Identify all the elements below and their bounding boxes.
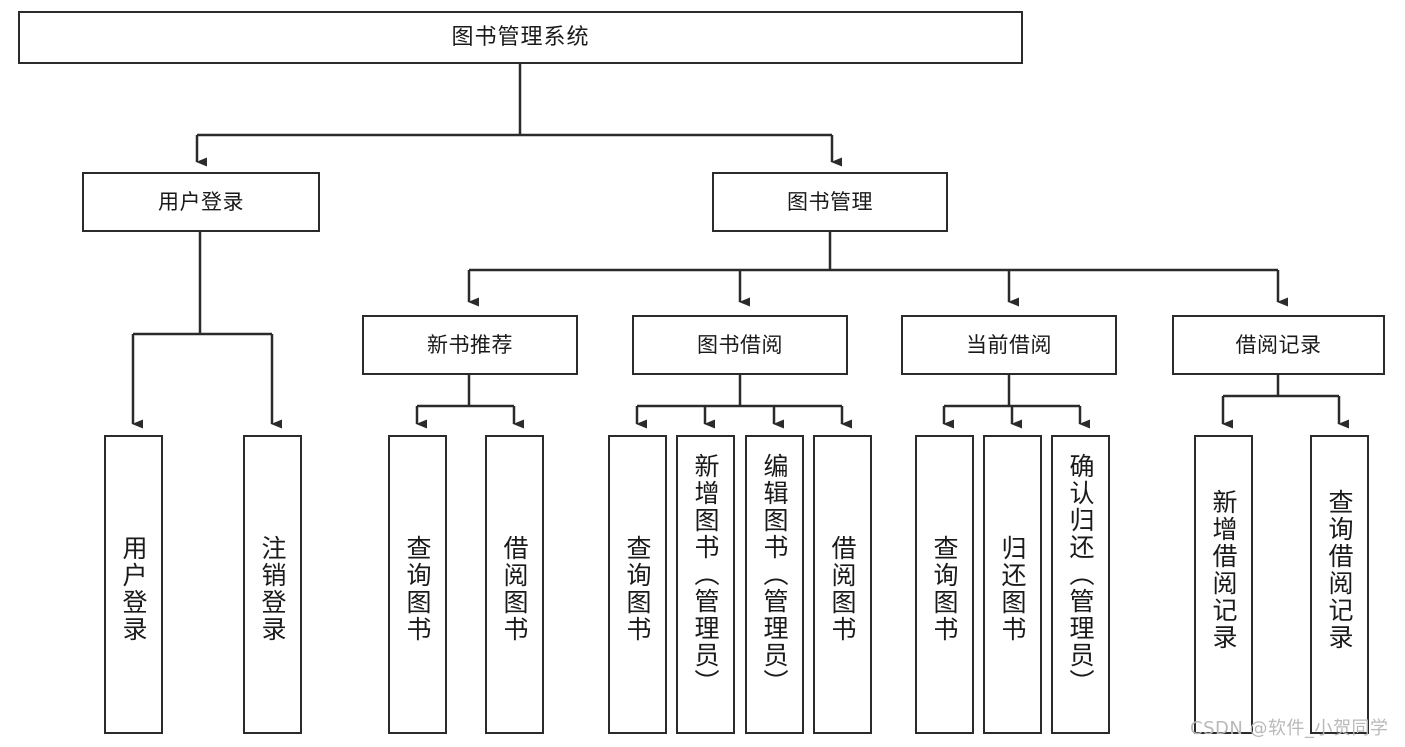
node-label: 查询图书 — [930, 535, 959, 643]
node-label: 归还图书 — [998, 535, 1027, 643]
leaf-logout-login[interactable]: 注销登录 — [243, 435, 302, 734]
node-book-management-system[interactable]: 图书管理系统 — [18, 11, 1023, 64]
leaf-add-book-admin[interactable]: 新增图书（管理员） — [676, 435, 735, 734]
node-current-borrow[interactable]: 当前借阅 — [901, 315, 1117, 375]
node-book-borrow[interactable]: 图书借阅 — [632, 315, 848, 375]
node-label: 确认归还（管理员） — [1066, 453, 1095, 696]
leaf-borrow-book-recommend[interactable]: 借阅图书 — [485, 435, 544, 734]
node-label: 用户登录 — [158, 189, 244, 214]
node-label: 新增借阅记录 — [1209, 489, 1238, 651]
leaf-edit-book-admin[interactable]: 编辑图书（管理员） — [745, 435, 804, 734]
node-label: 图书借阅 — [697, 332, 783, 357]
node-label: 查询借阅记录 — [1325, 489, 1354, 651]
node-label: 借阅图书 — [500, 535, 529, 643]
leaf-confirm-return-admin[interactable]: 确认归还（管理员） — [1051, 435, 1110, 734]
node-label: 图书管理 — [787, 189, 873, 214]
leaf-user-login[interactable]: 用户登录 — [104, 435, 163, 734]
node-label: 编辑图书（管理员） — [760, 453, 789, 696]
node-label: 新增图书（管理员） — [691, 453, 720, 696]
node-book-manage[interactable]: 图书管理 — [712, 172, 948, 232]
node-label: 借阅记录 — [1235, 332, 1322, 357]
node-label: 查询图书 — [623, 535, 652, 643]
node-user-login[interactable]: 用户登录 — [82, 172, 320, 232]
node-label: 查询图书 — [403, 535, 432, 643]
node-label: 用户登录 — [119, 535, 148, 643]
leaf-query-book-recommend[interactable]: 查询图书 — [388, 435, 447, 734]
leaf-add-borrow-record[interactable]: 新增借阅记录 — [1194, 435, 1253, 734]
node-label: 当前借阅 — [966, 332, 1052, 357]
node-new-book-recommend[interactable]: 新书推荐 — [362, 315, 578, 375]
leaf-query-borrow-record[interactable]: 查询借阅记录 — [1310, 435, 1369, 734]
node-label: 图书管理系统 — [451, 24, 590, 50]
leaf-query-book-borrow[interactable]: 查询图书 — [608, 435, 667, 734]
node-label: 借阅图书 — [828, 535, 857, 643]
node-borrow-record[interactable]: 借阅记录 — [1172, 315, 1385, 375]
csdn-watermark: CSDN @软件_小贺同学 — [1190, 718, 1389, 739]
node-label: 新书推荐 — [427, 332, 513, 357]
leaf-query-book-current[interactable]: 查询图书 — [915, 435, 974, 734]
node-label: 注销登录 — [258, 535, 287, 643]
leaf-borrow-book[interactable]: 借阅图书 — [813, 435, 872, 734]
leaf-return-book[interactable]: 归还图书 — [983, 435, 1042, 734]
